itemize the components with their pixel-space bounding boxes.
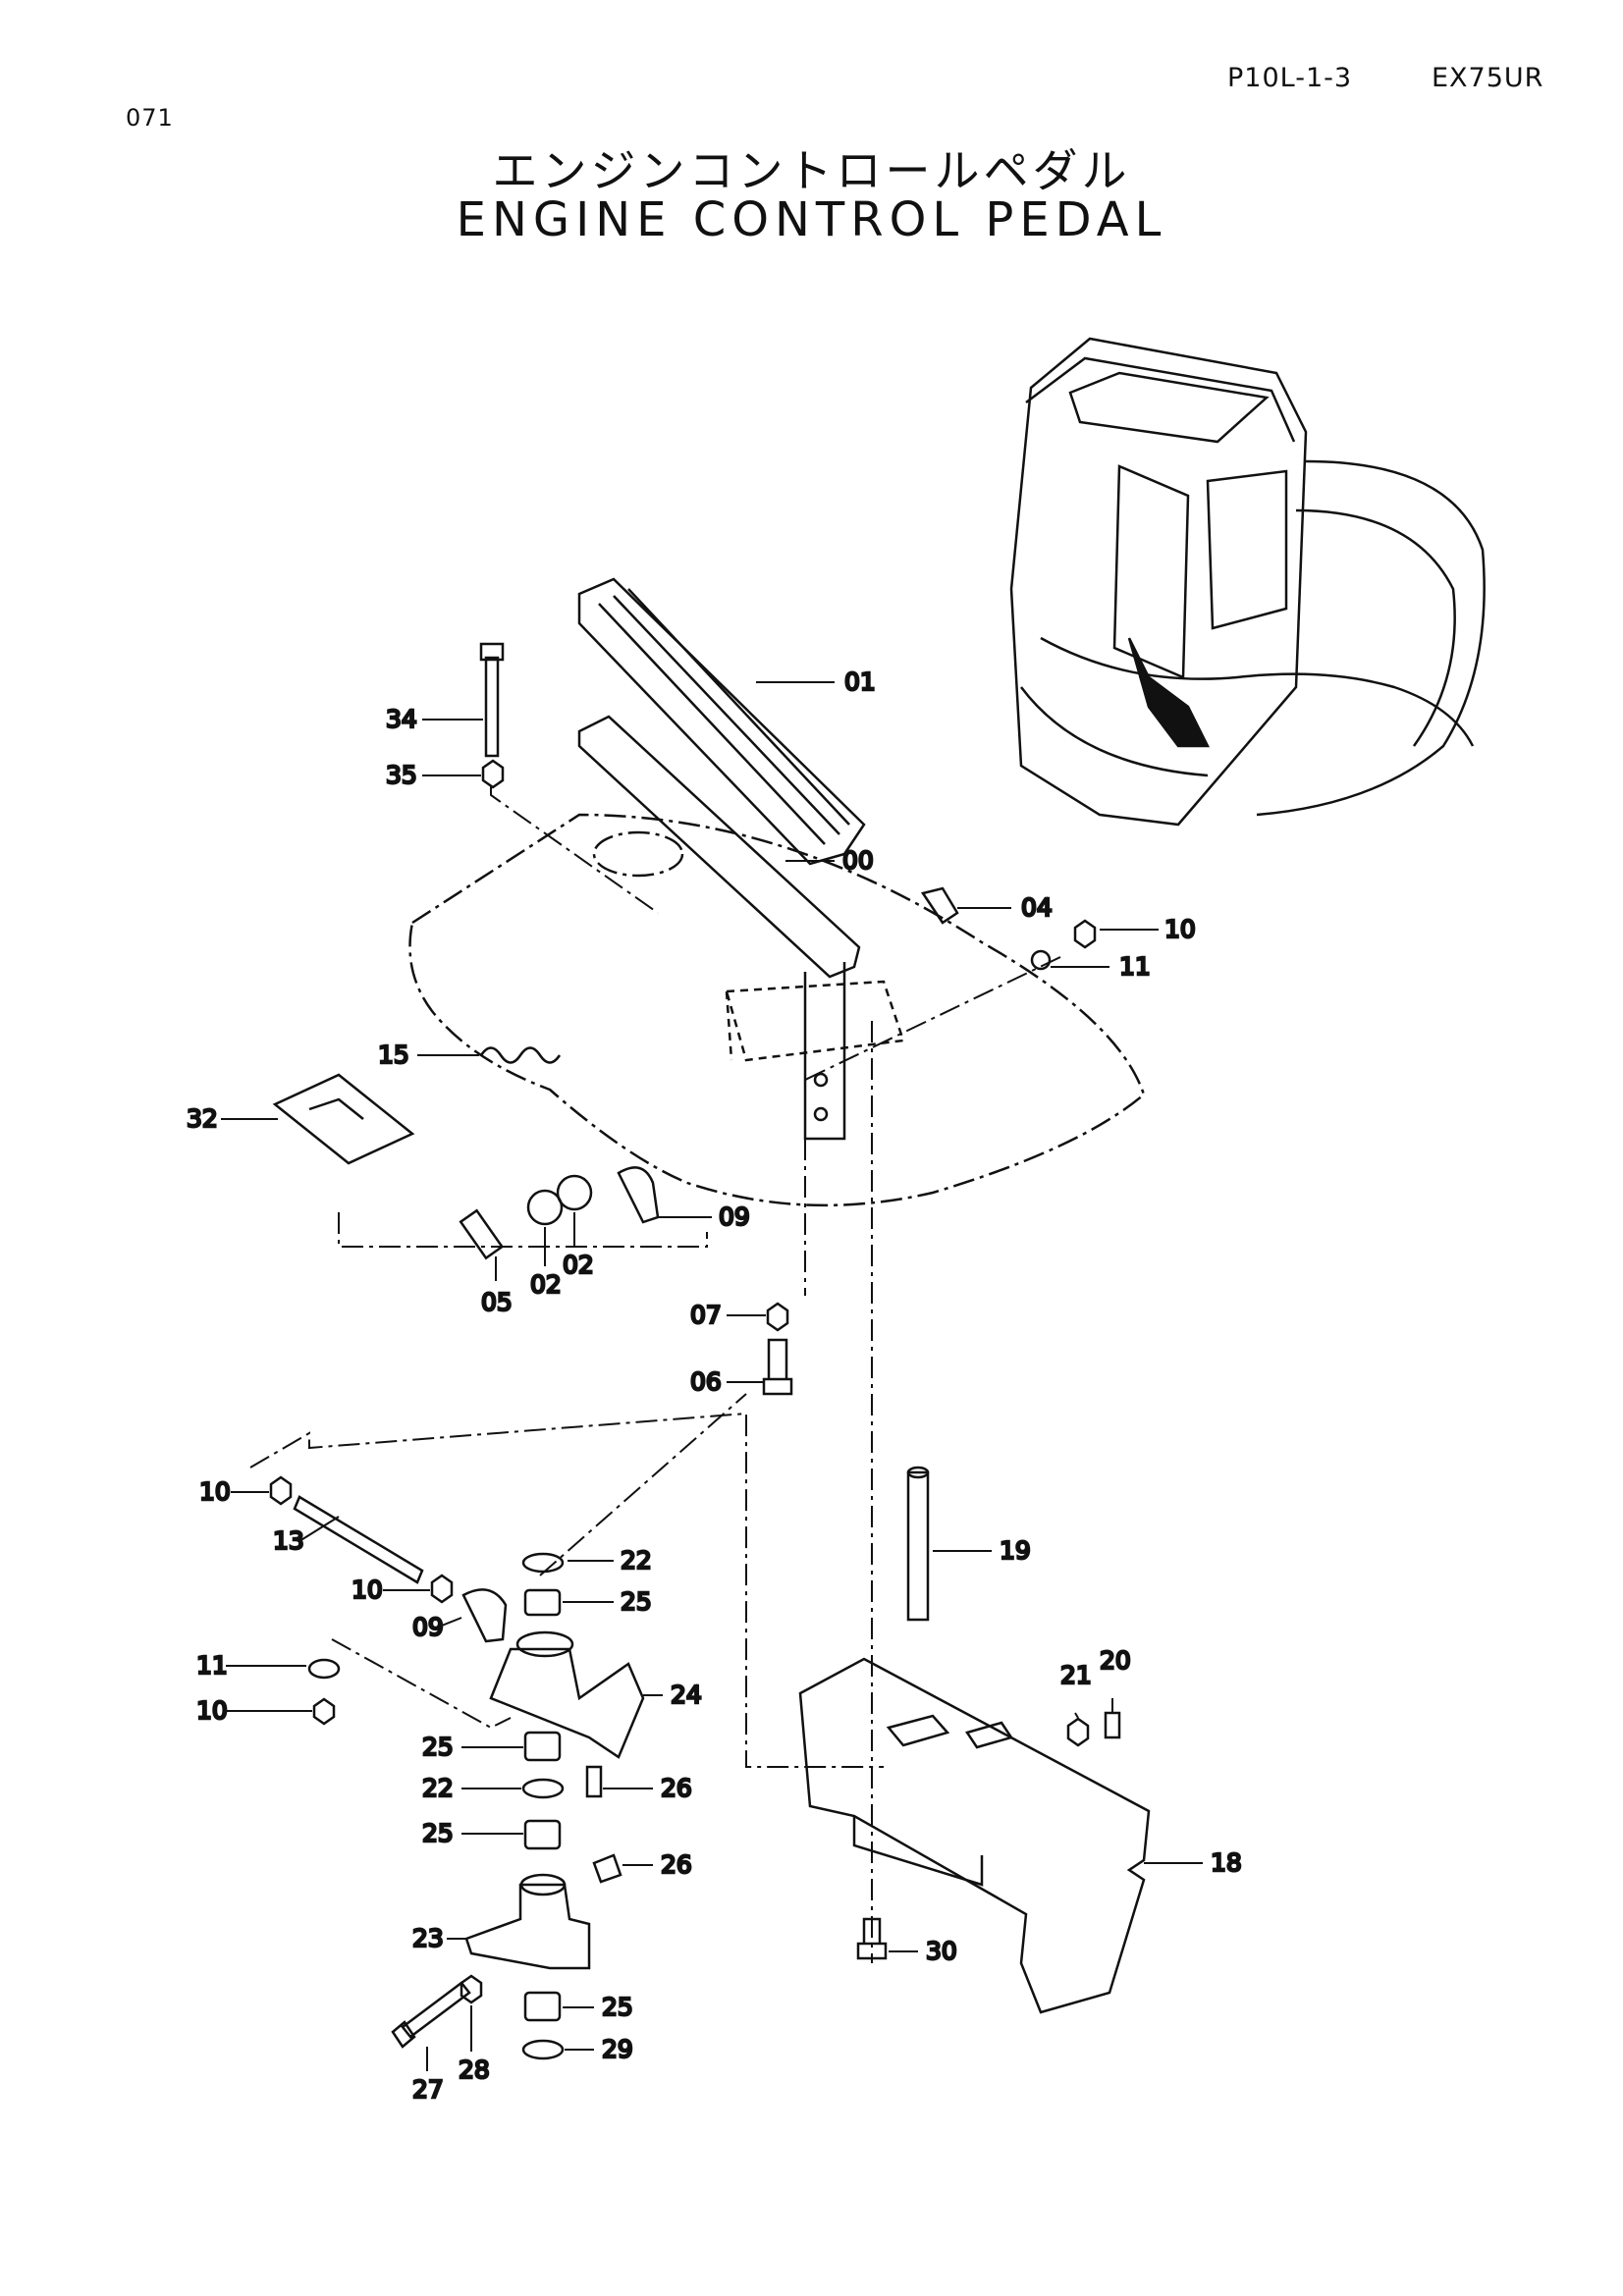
- callout-22: 22: [621, 1546, 652, 1575]
- assembly-lines: [249, 785, 1061, 1963]
- bushing-25b-part: [523, 1731, 562, 1762]
- title-japanese: エンジンコントロールペダル: [492, 144, 1131, 197]
- leader-lines: [221, 681, 1203, 2071]
- callout-07: 07: [690, 1301, 722, 1329]
- page-number: 071: [126, 104, 174, 132]
- screw-26a-part: [585, 1765, 603, 1798]
- callout-27: 27: [412, 2075, 444, 2104]
- spring-15-part: [479, 1046, 562, 1064]
- nut-10b-part: [269, 1475, 293, 1506]
- nut-21-part: [1066, 1717, 1090, 1747]
- callout-25: 25: [602, 1993, 633, 2021]
- callout-10: 10: [352, 1575, 383, 1604]
- washer-22b-part: [521, 1778, 565, 1799]
- callout-13: 13: [273, 1526, 304, 1555]
- lever-24-part: [489, 1647, 645, 1759]
- bracket-23-part: [464, 1883, 591, 1970]
- callout-25: 25: [422, 1733, 454, 1761]
- elbow-09a-part: [617, 1166, 660, 1224]
- excavator-cab-illustration: [1009, 337, 1486, 827]
- callout-02: 02: [530, 1270, 562, 1299]
- pedal-pad-part: [577, 577, 866, 866]
- callout-25: 25: [422, 1819, 454, 1847]
- callout-06: 06: [690, 1367, 722, 1396]
- callout-29: 29: [602, 2035, 633, 2063]
- nut-07-part: [766, 1302, 789, 1332]
- washer-11b-part: [307, 1658, 341, 1680]
- bushing-25d-part: [523, 1991, 562, 2022]
- bushing-02a-part: [526, 1189, 564, 1226]
- callout-04: 04: [1021, 893, 1053, 922]
- rod-19-part: [906, 1470, 930, 1622]
- elbow-09b-part: [461, 1588, 508, 1643]
- callout-15: 15: [378, 1041, 409, 1069]
- model-code: EX75UR: [1432, 63, 1544, 93]
- sheet-code: P10L-1-3: [1227, 63, 1353, 93]
- title-english: ENGINE CONTROL PEDAL: [456, 192, 1167, 247]
- bolt-27-part: [391, 1981, 471, 2049]
- callout-10: 10: [1164, 915, 1196, 943]
- fitting-04-part: [920, 886, 959, 925]
- nut-28-part: [460, 1974, 483, 2004]
- bushing-25c-part: [523, 1819, 562, 1850]
- bracket-hidden-lines: [725, 980, 905, 1062]
- callout-labels: 01 34 35 00 04 10 11 15 32 09 02 02 05 0…: [186, 667, 1243, 2106]
- callout-30: 30: [926, 1937, 957, 1965]
- callout-22: 22: [422, 1774, 454, 1802]
- cover-32-part: [272, 1073, 415, 1165]
- callout-24: 24: [671, 1681, 702, 1709]
- callout-11: 11: [196, 1651, 228, 1680]
- callout-00: 00: [842, 846, 874, 875]
- bushing-25a-part: [523, 1588, 562, 1617]
- callout-10: 10: [199, 1477, 231, 1506]
- pin-05-part: [459, 1208, 505, 1260]
- pedal-arm-part: [577, 715, 861, 1141]
- callout-26: 26: [661, 1850, 692, 1879]
- callout-25: 25: [621, 1587, 652, 1616]
- clip-11a-part: [1030, 949, 1052, 971]
- callout-19: 19: [1000, 1536, 1031, 1565]
- nut-10a-part: [1073, 919, 1097, 949]
- nut-10d-part: [312, 1697, 336, 1726]
- bolt-34-part: [479, 642, 505, 758]
- callout-32: 32: [187, 1104, 218, 1133]
- screw-26b-part: [592, 1853, 622, 1884]
- washer-22a-part: [521, 1552, 565, 1574]
- nut-10c-part: [430, 1574, 454, 1604]
- callout-11: 11: [1119, 952, 1151, 981]
- nut-35-part: [481, 759, 505, 789]
- callout-10: 10: [196, 1696, 228, 1725]
- callout-01: 01: [844, 667, 876, 696]
- washer-29-part: [521, 2039, 565, 2060]
- rod-13-part: [293, 1495, 424, 1584]
- bracket-18-part: [798, 1657, 1151, 2014]
- callout-18: 18: [1211, 1848, 1242, 1877]
- callout-23: 23: [412, 1924, 444, 1952]
- bolt-06-part: [762, 1338, 793, 1396]
- callout-05: 05: [481, 1288, 513, 1316]
- callout-34: 34: [386, 705, 417, 733]
- callout-09: 09: [412, 1613, 444, 1641]
- callout-26: 26: [661, 1774, 692, 1802]
- callout-28: 28: [459, 2056, 490, 2084]
- bushing-02b-part: [556, 1174, 593, 1211]
- bolt-20-part: [1104, 1711, 1121, 1739]
- callout-02: 02: [563, 1251, 594, 1279]
- callout-20: 20: [1100, 1646, 1131, 1675]
- callout-09: 09: [719, 1202, 750, 1231]
- bolt-30-part: [856, 1917, 888, 1960]
- callout-35: 35: [386, 761, 417, 789]
- callout-21: 21: [1060, 1661, 1092, 1689]
- floor-plate: [408, 813, 1146, 1207]
